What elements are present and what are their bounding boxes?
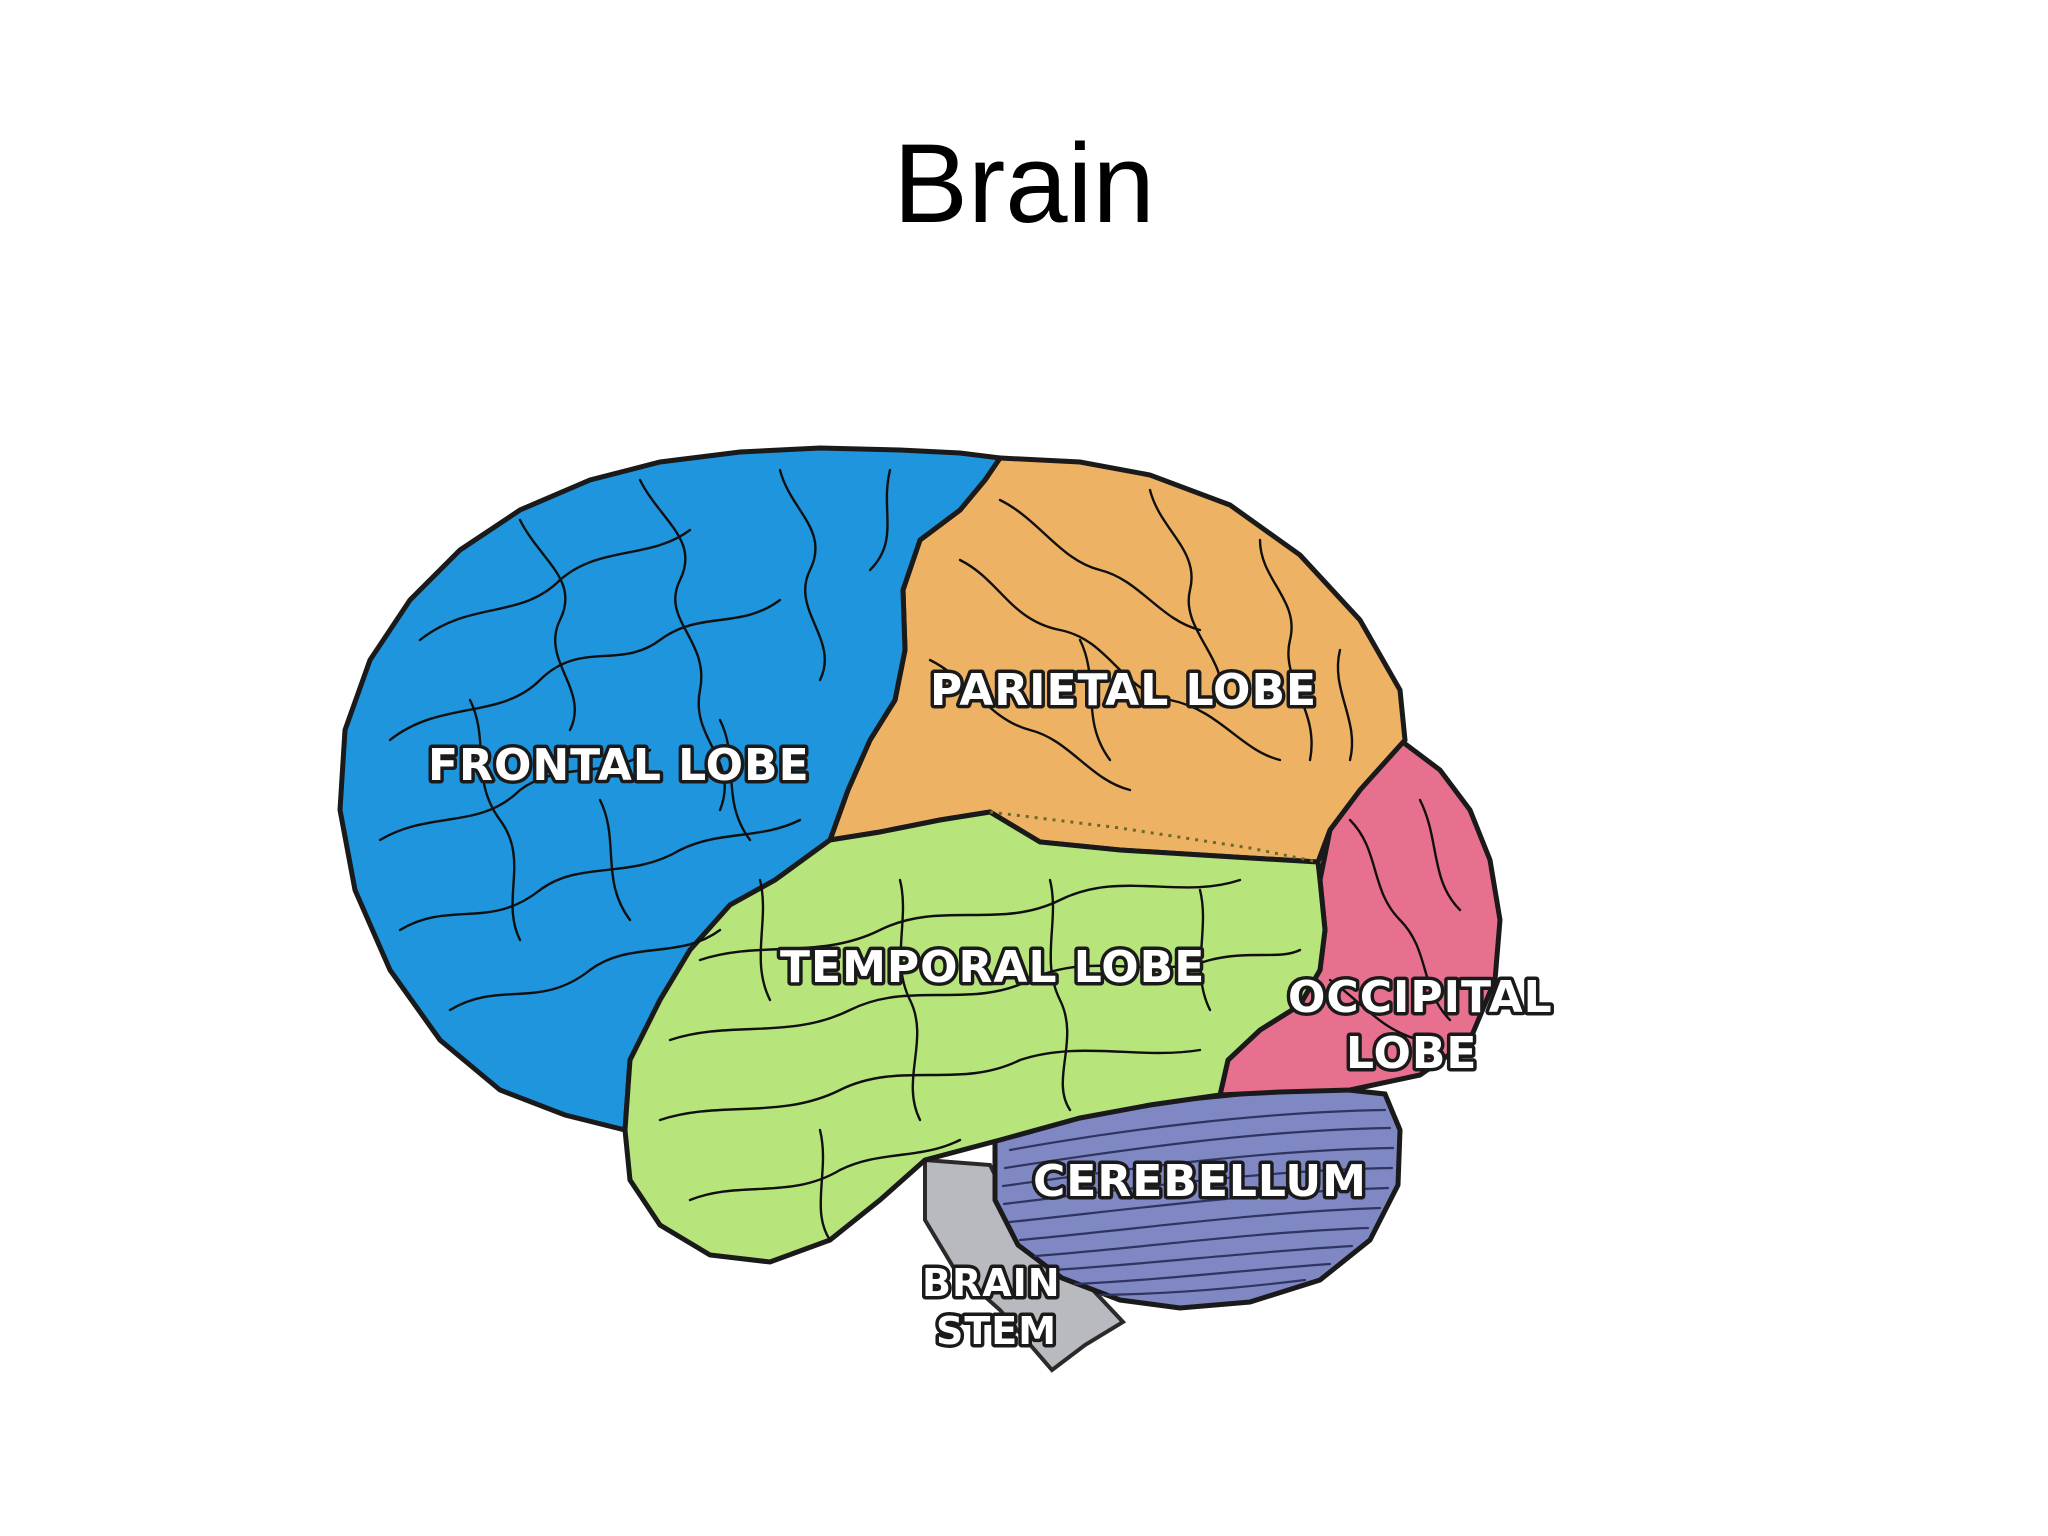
occipital-lobe-label-line1: OCCIPITAL: [1288, 972, 1553, 1023]
occipital-gyri: [1328, 798, 1462, 1042]
temporal-lobe-region: [622, 809, 1328, 1265]
frontal-gyri: [378, 468, 892, 1012]
cerebellum-folia: [1001, 1108, 1395, 1297]
frontal-lobe-region: [337, 445, 1005, 1134]
temporal-lobe-label: TEMPORAL LOBE: [780, 942, 1205, 993]
brain-stem-label-line2: STEM: [936, 1309, 1057, 1353]
occipital-lobe-label-line2: LOBE: [1346, 1028, 1477, 1079]
cerebellum-label: CEREBELLUM: [1033, 1156, 1367, 1207]
parietal-temporal-boundary: [989, 810, 1319, 864]
frontal-lobe-label: FRONTAL LOBE: [428, 740, 810, 791]
page-title: Brain: [893, 121, 1155, 246]
temporal-gyri: [658, 878, 1302, 1242]
parietal-gyri: [928, 488, 1354, 792]
parietal-lobe-label: PARIETAL LOBE: [930, 665, 1317, 716]
brain-stem-label-line1: BRAIN: [922, 1261, 1061, 1305]
